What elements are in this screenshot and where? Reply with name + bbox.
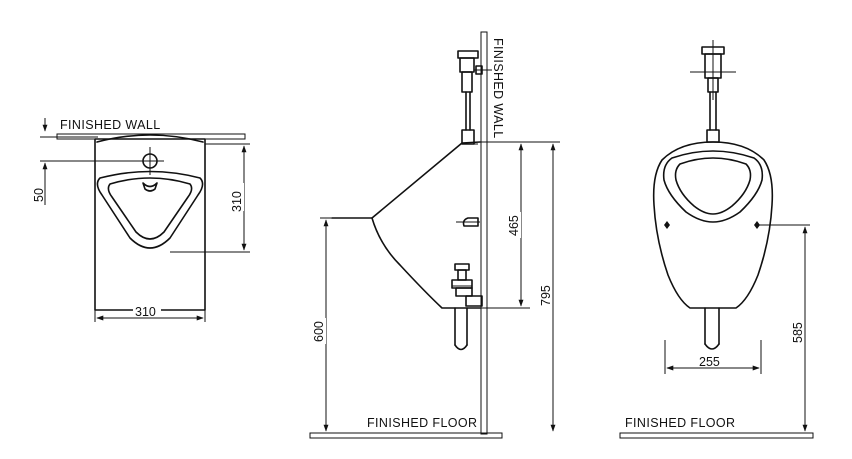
side-dim-600: 600 [312, 321, 326, 342]
side-inlet [462, 217, 479, 227]
front-dim-255: 255 [699, 355, 720, 369]
front-urinal-body [652, 141, 774, 309]
front-dim-585: 585 [791, 322, 805, 343]
top-view: FINISHED WALL 50 310 310 [32, 118, 250, 322]
top-bowl-inner [107, 177, 193, 240]
side-floor [309, 432, 503, 439]
side-dim-795: 795 [539, 285, 553, 306]
side-view: FINISHED WALL FINISHED FLOOR [309, 31, 560, 439]
side-wall [480, 31, 488, 435]
front-floor-label: FINISHED FLOOR [625, 416, 735, 430]
front-flush-valve [690, 40, 736, 143]
side-wall-label: FINISHED WALL [491, 38, 505, 139]
top-bowl-outer [96, 170, 204, 249]
side-floor-label: FINISHED FLOOR [367, 416, 477, 430]
front-view: FINISHED FLOOR 255 58 [619, 40, 814, 439]
top-dim-50: 50 [32, 188, 46, 202]
side-urinal-body [371, 141, 481, 309]
top-dim-310-depth: 310 [230, 191, 244, 212]
top-spray-head [142, 182, 158, 192]
front-floor [619, 432, 814, 439]
side-dim-465: 465 [507, 215, 521, 236]
front-fixing-left [664, 221, 670, 229]
front-bowl-outer [662, 150, 764, 223]
side-flush-valve [457, 50, 492, 145]
top-wall-label: FINISHED WALL [60, 118, 161, 132]
top-body-rim [96, 134, 204, 143]
side-trap [451, 263, 483, 351]
front-bowl-inner [674, 157, 752, 215]
top-dim-310-width: 310 [135, 305, 156, 319]
